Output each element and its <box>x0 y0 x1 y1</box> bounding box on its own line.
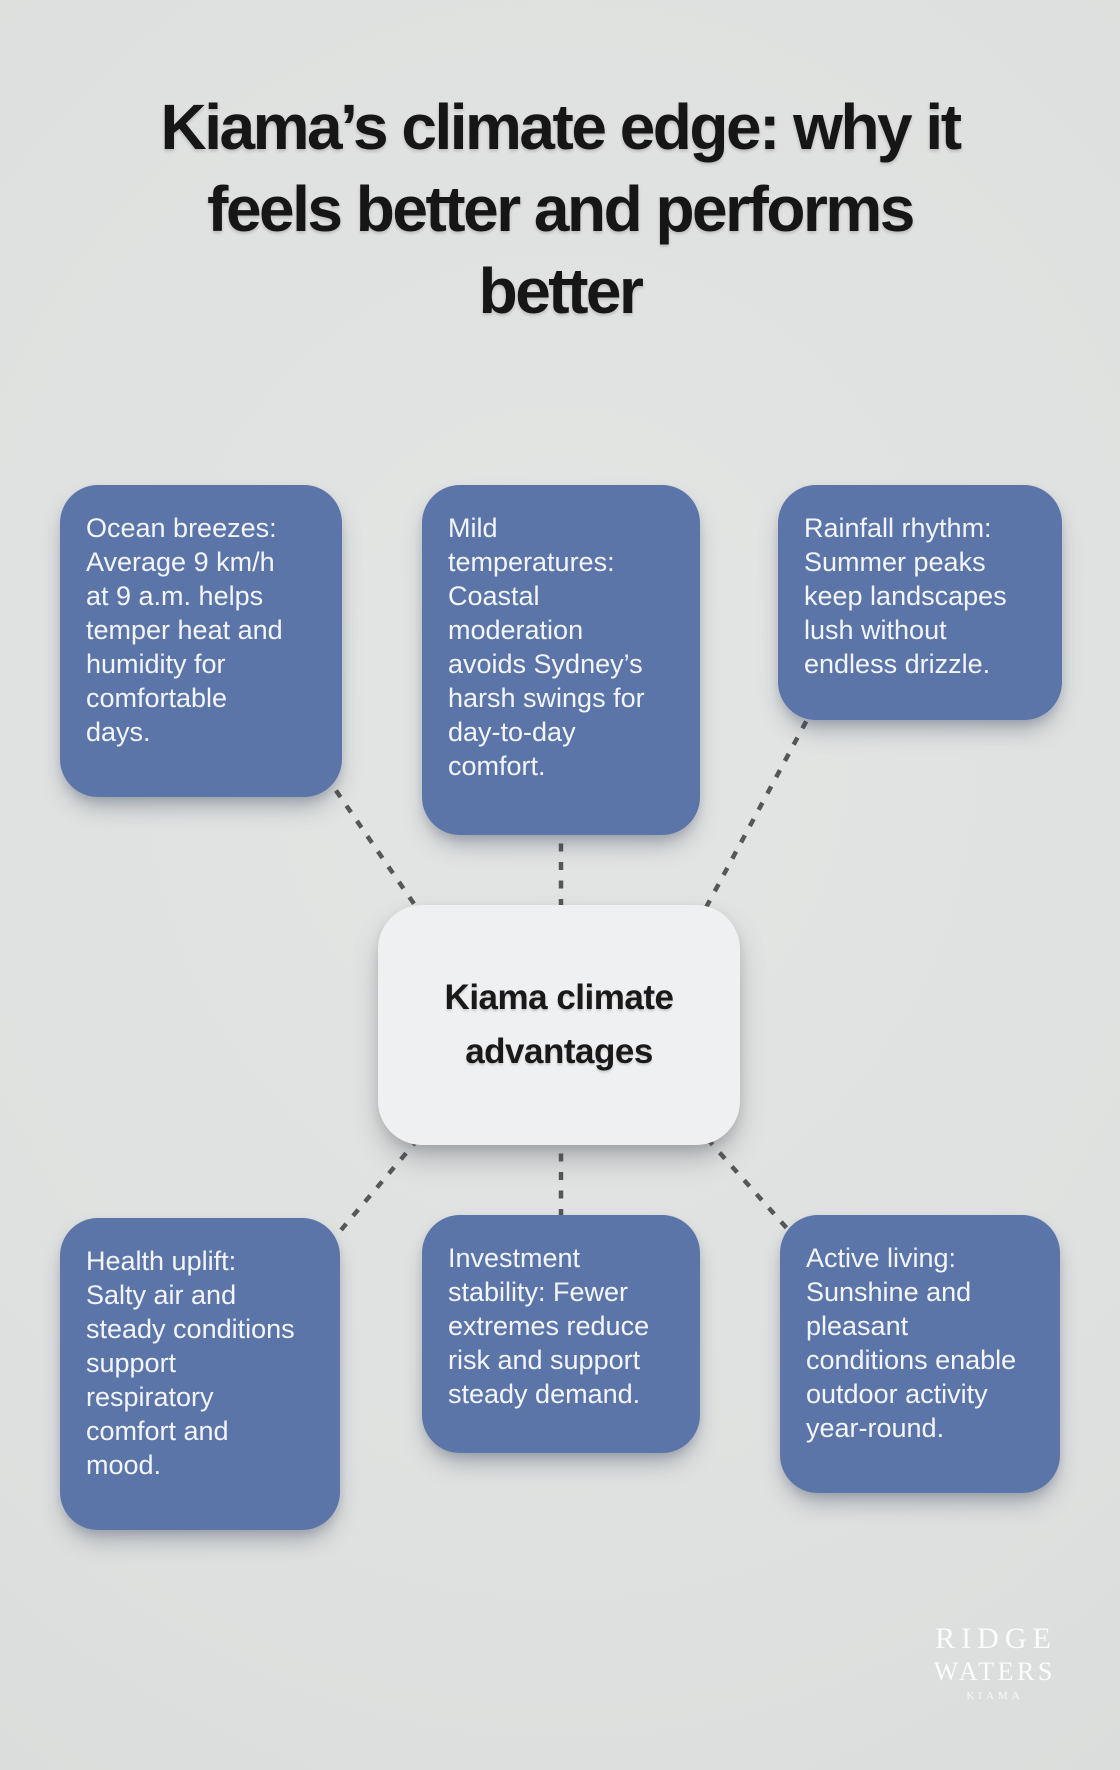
node-health-uplift: Health uplift: Salty air and steady cond… <box>60 1218 340 1530</box>
connector-center-to-botleft <box>328 1123 432 1245</box>
brand-logo-kiama: KIAMA <box>966 1690 1024 1702</box>
connector-topright-to-center <box>693 703 817 930</box>
page-title: Kiama’s climate edge: why it feels bette… <box>160 91 962 327</box>
center-node: Kiama climate advantages <box>378 905 740 1145</box>
node-ocean-breezes-text: Ocean breezes: Average 9 km/h at 9 a.m. … <box>86 513 283 747</box>
node-rainfall-rhythm-text: Rainfall rhythm: Summer peaks keep lands… <box>804 513 1007 679</box>
node-mild-temperatures: Mild temperatures: Coastal moderation av… <box>422 485 700 835</box>
node-investment-stability-text: Investment stability: Fewer extremes red… <box>448 1243 650 1409</box>
node-health-uplift-text: Health uplift: Salty air and steady cond… <box>86 1246 295 1480</box>
node-active-living-text: Active living: Sunshine and pleasant con… <box>806 1243 1017 1443</box>
node-ocean-breezes: Ocean breezes: Average 9 km/h at 9 a.m. … <box>60 485 342 797</box>
brand-logo: RIDGE WATERS KIAMA <box>918 1622 1068 1704</box>
brand-logo-ridge: RIDGE <box>935 1622 1057 1655</box>
connector-topleft-to-center <box>313 758 434 932</box>
connector-center-to-botright <box>693 1123 802 1245</box>
center-node-label: Kiama climate advantages <box>444 978 674 1071</box>
node-rainfall-rhythm: Rainfall rhythm: Summer peaks keep lands… <box>778 485 1062 720</box>
brand-logo-waters: WATERS <box>933 1657 1056 1686</box>
node-mild-temperatures-text: Mild temperatures: Coastal moderation av… <box>448 513 645 781</box>
node-active-living: Active living: Sunshine and pleasant con… <box>780 1215 1060 1493</box>
node-investment-stability: Investment stability: Fewer extremes red… <box>422 1215 700 1453</box>
